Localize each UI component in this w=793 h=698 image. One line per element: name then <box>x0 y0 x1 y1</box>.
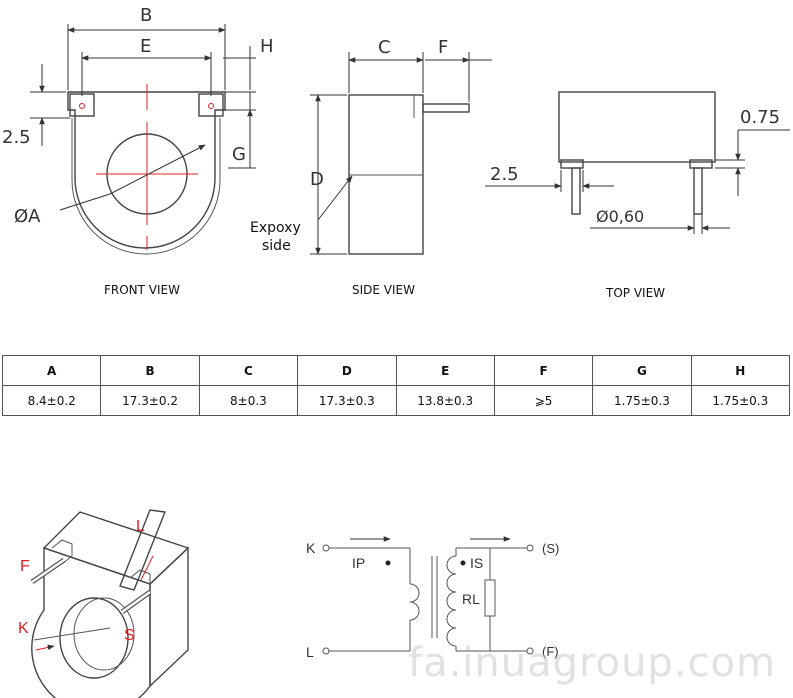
dim-label-f: F <box>438 37 448 58</box>
isometric-view: F L K S <box>18 509 190 698</box>
schem-label-f: (F) <box>542 644 559 659</box>
iso-front-face <box>31 547 151 698</box>
dim-label-g: G <box>232 144 246 165</box>
dim-label-pin-diameter: Ø0,60 <box>596 207 644 226</box>
dim-label-d: D <box>310 169 324 190</box>
resistor-rl <box>484 579 496 617</box>
spec-value-g: 1.75±0.3 <box>592 385 692 416</box>
dim-label-top-0-75: 0.75 <box>740 107 780 128</box>
spec-value-d: 17.3±0.3 <box>297 385 397 416</box>
front-view-caption: FRONT VIEW <box>104 283 180 297</box>
spec-header-f: F <box>493 355 594 386</box>
terminal-s <box>526 544 534 552</box>
top-terminal-right <box>689 159 713 169</box>
iso-right-face <box>149 546 189 688</box>
spec-header-d: D <box>297 355 397 386</box>
front-body-outline <box>67 91 226 249</box>
schem-label-s: (S) <box>542 541 559 556</box>
side-view-caption: SIDE VIEW <box>352 283 415 297</box>
top-pin-left <box>571 167 581 215</box>
dim-label-h: H <box>260 36 274 57</box>
top-body <box>558 91 716 163</box>
spec-value-a: 8.4±0.2 <box>1 385 102 416</box>
top-view-caption: TOP VIEW <box>605 286 665 300</box>
spec-table-header-row: A B C D E F G H <box>1 355 791 386</box>
spec-value-f: ⩾5 <box>493 385 594 416</box>
dim-label-c: C <box>378 37 391 58</box>
iso-top-face <box>42 511 190 585</box>
spec-header-c: C <box>198 355 299 386</box>
watermark: fa.inuagroup.com <box>408 640 776 686</box>
iso-label-f: F <box>20 558 30 575</box>
spec-header-a: A <box>1 355 102 386</box>
iso-wire-l <box>119 509 166 591</box>
spec-header-h: H <box>690 355 791 386</box>
top-pin-right <box>693 167 703 215</box>
front-terminal-right <box>198 93 224 117</box>
top-view: 0.75 2.5 Ø0,60 TOP VIEW <box>485 91 790 300</box>
front-pin-left <box>79 103 85 109</box>
schem-label-ip: IP <box>352 555 365 571</box>
iso-label-l: L <box>136 518 145 535</box>
spec-value-h: 1.75±0.3 <box>690 385 791 416</box>
epoxy-label-line2: side <box>262 238 291 254</box>
spec-header-e: E <box>395 355 495 386</box>
top-terminal-left <box>560 159 584 169</box>
iso-hole <box>59 597 129 679</box>
spec-header-b: B <box>100 355 200 386</box>
dim-label-top-2-5: 2.5 <box>490 164 519 185</box>
front-view: B E H G 2.5 ØA FRONT VIEW <box>2 5 274 297</box>
schem-label-rl: RL <box>462 591 480 607</box>
spec-header-g: G <box>592 355 692 386</box>
spec-table: A B C D E F G H 8.4±0.2 17.3±0.2 8±0.3 1… <box>1 355 791 416</box>
epoxy-label-line1: Expoxy <box>250 220 301 236</box>
spec-table-value-row: 8.4±0.2 17.3±0.2 8±0.3 17.3±0.3 13.8±0.3… <box>1 385 791 416</box>
terminal-l <box>322 647 330 655</box>
dim-label-b: B <box>140 5 152 26</box>
terminal-k <box>322 544 330 552</box>
spec-value-c: 8±0.3 <box>198 385 299 416</box>
iso-label-k: K <box>18 620 29 637</box>
dim-label-front-2-5: 2.5 <box>2 127 31 148</box>
side-view: C F D Expoxy side SIDE VIEW <box>250 37 492 297</box>
schem-label-k: K <box>306 540 316 556</box>
spec-value-b: 17.3±0.2 <box>100 385 200 416</box>
spec-value-e: 13.8±0.3 <box>395 385 495 416</box>
front-pin-right <box>208 103 214 109</box>
terminal-f <box>526 647 534 655</box>
schem-label-l: L <box>306 644 314 660</box>
schem-label-is: IS <box>470 555 483 571</box>
schematic: K L IP IS RL (S) (F) <box>306 536 559 660</box>
dim-label-e: E <box>140 36 151 57</box>
front-inner-outline <box>71 118 221 255</box>
side-pin <box>422 103 470 113</box>
iso-label-s: S <box>124 627 135 644</box>
dim-label-diameter-a: ØA <box>14 206 41 227</box>
front-terminal-left <box>69 93 95 117</box>
